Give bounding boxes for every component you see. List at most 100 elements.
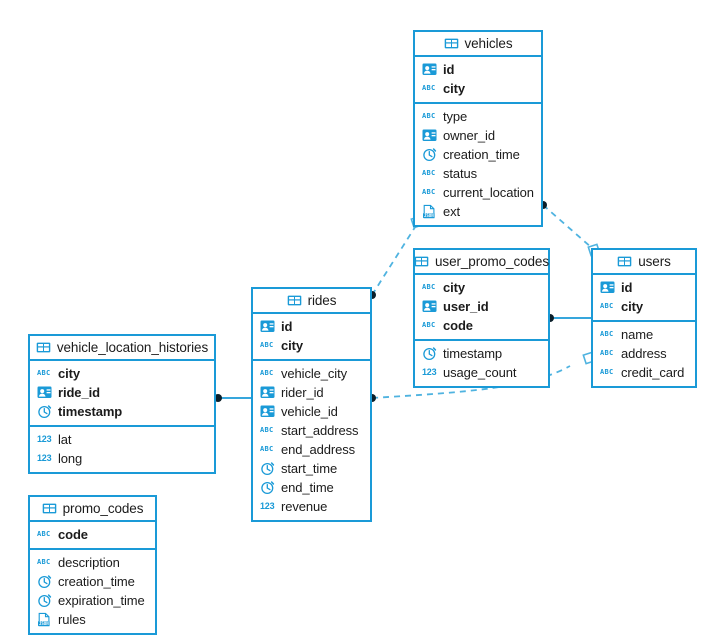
string-type-icon: ABC bbox=[37, 530, 51, 538]
field-row[interactable]: 123 usage_count bbox=[415, 363, 548, 382]
field-row[interactable]: owner_id bbox=[415, 126, 541, 145]
number-type-icon: 123 bbox=[260, 501, 275, 511]
field-name: lat bbox=[58, 432, 72, 447]
field-row[interactable]: expiration_time bbox=[30, 591, 155, 610]
timestamp-type-icon bbox=[37, 574, 52, 589]
field-name: rider_id bbox=[281, 385, 324, 400]
string-type-icon: ABC bbox=[260, 341, 274, 349]
string-type-icon: ABC bbox=[260, 426, 274, 434]
table-header-user_promo_codes[interactable]: user_promo_codes bbox=[414, 250, 549, 275]
table-header-vehicle_location_histories[interactable]: vehicle_location_histories bbox=[30, 336, 214, 361]
string-type-icon: ABC bbox=[600, 302, 614, 310]
table-grid-icon bbox=[42, 501, 57, 516]
uuid-type-icon bbox=[422, 299, 437, 314]
string-type-icon: ABC bbox=[422, 321, 436, 329]
field-name: expiration_time bbox=[58, 593, 145, 608]
relationship-line bbox=[371, 223, 418, 296]
field-row[interactable]: ABC code bbox=[415, 316, 548, 335]
field-name: rules bbox=[58, 612, 86, 627]
field-name: type bbox=[443, 109, 468, 124]
field-name: user_id bbox=[443, 299, 489, 314]
field-row[interactable]: ride_id bbox=[30, 383, 214, 402]
table-title: users bbox=[638, 254, 671, 269]
field-row[interactable]: ABC vehicle_city bbox=[253, 364, 370, 383]
field-row[interactable]: creation_time bbox=[415, 145, 541, 164]
string-type-icon: ABC bbox=[260, 369, 274, 377]
field-name: id bbox=[281, 319, 293, 334]
field-row[interactable]: 123 revenue bbox=[253, 497, 370, 516]
timestamp-type-icon bbox=[422, 346, 437, 361]
field-row[interactable]: start_time bbox=[253, 459, 370, 478]
number-type-icon: 123 bbox=[37, 453, 52, 463]
uuid-type-icon bbox=[422, 62, 437, 77]
field-name: current_location bbox=[443, 185, 534, 200]
field-row[interactable]: timestamp bbox=[30, 402, 214, 421]
field-name: address bbox=[621, 346, 667, 361]
uuid-type-icon bbox=[37, 385, 52, 400]
table-header-rides[interactable]: rides bbox=[253, 289, 370, 314]
field-row[interactable]: user_id bbox=[415, 297, 548, 316]
field-name: status bbox=[443, 166, 478, 181]
field-row[interactable]: creation_time bbox=[30, 572, 155, 591]
field-row[interactable]: end_time bbox=[253, 478, 370, 497]
field-row[interactable]: vehicle_id bbox=[253, 402, 370, 421]
field-name: revenue bbox=[281, 499, 328, 514]
field-row[interactable]: id bbox=[253, 317, 370, 336]
string-type-icon: ABC bbox=[260, 445, 274, 453]
string-type-icon: ABC bbox=[422, 84, 436, 92]
relationship-vlh-to-rides bbox=[214, 394, 251, 402]
number-type-icon: 123 bbox=[422, 367, 437, 377]
timestamp-type-icon bbox=[260, 480, 275, 495]
field-name: ride_id bbox=[58, 385, 100, 400]
number-type-icon: 123 bbox=[37, 434, 52, 444]
timestamp-type-icon bbox=[422, 147, 437, 162]
field-name: start_time bbox=[281, 461, 338, 476]
field-name: code bbox=[443, 318, 473, 333]
field-name: usage_count bbox=[443, 365, 517, 380]
field-row[interactable]: 123 lat bbox=[30, 430, 214, 449]
field-row[interactable]: timestamp bbox=[415, 344, 548, 363]
field-row[interactable]: rider_id bbox=[253, 383, 370, 402]
field-row[interactable]: id bbox=[415, 60, 541, 79]
field-name: ext bbox=[443, 204, 461, 219]
relationship-line bbox=[542, 204, 593, 249]
table-header-users[interactable]: users bbox=[593, 250, 695, 275]
field-row[interactable]: ABC code bbox=[30, 525, 155, 544]
field-name: timestamp bbox=[443, 346, 503, 361]
table-header-promo_codes[interactable]: promo_codes bbox=[30, 497, 155, 522]
field-name: vehicle_city bbox=[281, 366, 347, 381]
table-header-vehicles[interactable]: vehicles bbox=[415, 32, 541, 57]
field-row[interactable]: id bbox=[593, 278, 695, 297]
field-name: code bbox=[58, 527, 88, 542]
